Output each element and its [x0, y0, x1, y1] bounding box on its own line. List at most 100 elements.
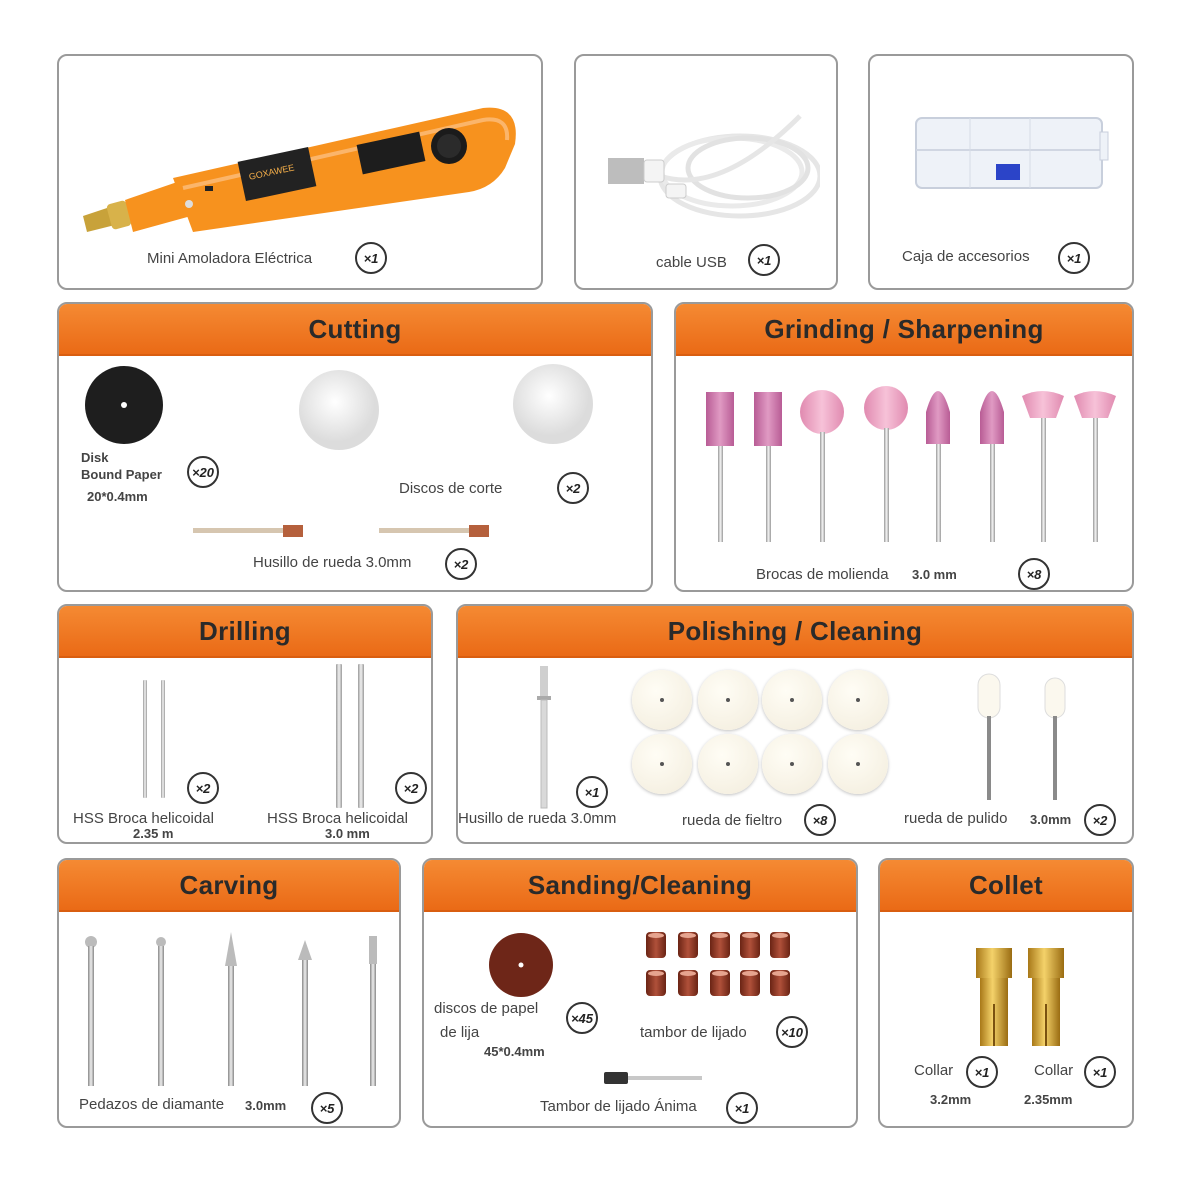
- collet1-size-label: 3.2mm: [930, 1092, 972, 1107]
- grinding-qty-badge: ×8: [1018, 558, 1050, 590]
- mini-grinder-image: GOXAWEE: [83, 107, 516, 232]
- collet2-label: Collar: [1034, 1062, 1074, 1079]
- drill-bit-30-a: [336, 664, 342, 808]
- sanding-drum: [678, 932, 698, 958]
- sanding-disc-label-1: discos de papel: [434, 1000, 539, 1017]
- polish-husillo-qty-badge: ×1: [576, 776, 608, 808]
- collet1-label: Collar: [914, 1062, 954, 1079]
- pulido-size-label: 3.0mm: [1030, 812, 1072, 827]
- collet-1-image: [976, 948, 1012, 1046]
- drill-bit-30-b: [358, 664, 364, 808]
- sanding-disc-qty-badge: ×45: [566, 1002, 598, 1034]
- sanding-mandrel-image: [604, 1072, 702, 1084]
- disk-size-label: 20*0.4mm: [87, 489, 148, 504]
- grinding-size-label: 3.0 mm: [912, 567, 957, 582]
- drill-bit-235-b: [161, 680, 165, 798]
- usb-cable-image: [608, 114, 820, 219]
- drilling-header: Drilling: [59, 606, 431, 658]
- discos-corte-qty-badge: ×2: [557, 472, 589, 504]
- fieltro-label: rueda de fieltro: [682, 812, 783, 829]
- diamond-burrs-image: [85, 932, 377, 1086]
- cutting-header: Cutting: [59, 304, 651, 356]
- disk-qty-badge: ×20: [187, 456, 219, 488]
- accessory-box-image: [915, 117, 1109, 189]
- grinder-label: Mini Amoladora Eléctrica: [147, 250, 313, 267]
- drill1-qty-badge: ×2: [187, 772, 219, 804]
- cutting-disc-1-image: [299, 370, 379, 450]
- carving-header: Carving: [59, 860, 399, 912]
- sanding-drum: [646, 970, 666, 996]
- discos-corte-label: Discos de corte: [399, 480, 503, 497]
- grinding-card: Grinding / Sharpening Brocas de molienda…: [674, 302, 1134, 592]
- anima-qty-badge: ×1: [726, 1092, 758, 1124]
- sanding-drum: [646, 932, 666, 958]
- grinding-title: Grinding / Sharpening: [764, 313, 1044, 344]
- box-card: Caja de accesorios ×1: [868, 54, 1134, 290]
- carving-qty-badge: ×5: [311, 1092, 343, 1124]
- tambor-qty-badge: ×10: [776, 1016, 808, 1048]
- sanding-card: Sanding/Cleaning discos de papel de lija…: [422, 858, 858, 1128]
- cutting-disc-2-image: [513, 364, 593, 444]
- grinder-card: GOXAWEE Mini Amoladora Eléctrica ×1: [57, 54, 543, 290]
- polishing-header: Polishing / Cleaning: [458, 606, 1132, 658]
- sanding-drum: [710, 970, 730, 996]
- sanding-title: Sanding/Cleaning: [527, 869, 753, 900]
- polishing-bob-2-image: [1044, 677, 1066, 800]
- mandrel-1-image: [193, 525, 303, 537]
- cutting-card: Cutting Disk Bound Paper 20*0.4mm ×20 Di…: [57, 302, 653, 592]
- cable-qty-badge: ×1: [748, 244, 780, 276]
- collet2-qty-badge: ×1: [1084, 1056, 1116, 1088]
- bound-paper-disk-image: [85, 366, 163, 444]
- drill1-label: HSS Broca helicoidal: [73, 810, 214, 827]
- polishing-title: Polishing / Cleaning: [667, 615, 923, 646]
- drill2-label: HSS Broca helicoidal: [267, 810, 408, 827]
- polish-husillo-label: Husillo de rueda 3.0mm: [458, 810, 617, 827]
- felt-wheel-2: [698, 670, 758, 730]
- drilling-card: Drilling ×2 ×2 HSS Broca helicoidal 2.35…: [57, 604, 433, 844]
- felt-wheel-7: [762, 734, 822, 794]
- felt-wheel-5: [632, 734, 692, 794]
- drill2-size-label: 3.0 mm: [325, 826, 370, 841]
- collet2-size-label: 2.35mm: [1024, 1092, 1073, 1107]
- carving-card: Carving Pedazos de diamante 3.0mm ×5: [57, 858, 401, 1128]
- felt-wheel-4: [828, 670, 888, 730]
- grinding-stones-image: [706, 386, 1116, 542]
- fieltro-qty-badge: ×8: [804, 804, 836, 836]
- husillo-label: Husillo de rueda 3.0mm: [253, 554, 412, 571]
- disk-label-line1: Disk: [81, 450, 109, 465]
- sanding-drum: [770, 932, 790, 958]
- polishing-card: Polishing / Cleaning ×1 Husillo de rueda…: [456, 604, 1134, 844]
- tambor-label: tambor de lijado: [640, 1024, 747, 1041]
- sanding-drum: [678, 970, 698, 996]
- carving-title: Carving: [179, 869, 279, 900]
- sanding-drum: [740, 970, 760, 996]
- cutting-title: Cutting: [308, 313, 402, 344]
- box-label: Caja de accesorios: [902, 248, 1030, 265]
- pulido-label: rueda de pulido: [904, 810, 1008, 827]
- grinding-header: Grinding / Sharpening: [676, 304, 1132, 356]
- carving-label: Pedazos de diamante: [79, 1096, 225, 1113]
- drill1-size-label: 2.35 m: [133, 826, 174, 841]
- polishing-bob-1-image: [977, 673, 1001, 800]
- grinding-label: Brocas de molienda: [756, 566, 889, 583]
- collet-header: Collet: [880, 860, 1132, 912]
- felt-wheel-1: [632, 670, 692, 730]
- sanding-drum: [770, 970, 790, 996]
- sanding-header: Sanding/Cleaning: [424, 860, 856, 912]
- felt-wheel-3: [762, 670, 822, 730]
- felt-wheel-8: [828, 734, 888, 794]
- sanding-drum: [740, 932, 760, 958]
- drill2-qty-badge: ×2: [395, 772, 427, 804]
- grinder-qty-badge: ×1: [355, 242, 387, 274]
- drilling-title: Drilling: [199, 615, 291, 646]
- sanding-disc-size: 45*0.4mm: [484, 1044, 545, 1059]
- drill-bit-235-a: [143, 680, 147, 798]
- cable-card: cable USB ×1: [574, 54, 838, 290]
- collet-card: Collet Collar ×1 3.2mm Collar ×1 2.35mm: [878, 858, 1134, 1128]
- cable-label: cable USB: [656, 254, 727, 271]
- sanding-disc-image: [489, 933, 553, 997]
- polish-mandrel-image: [537, 666, 551, 809]
- carving-size-label: 3.0mm: [245, 1098, 287, 1113]
- box-qty-badge: ×1: [1058, 242, 1090, 274]
- collet1-qty-badge: ×1: [966, 1056, 998, 1088]
